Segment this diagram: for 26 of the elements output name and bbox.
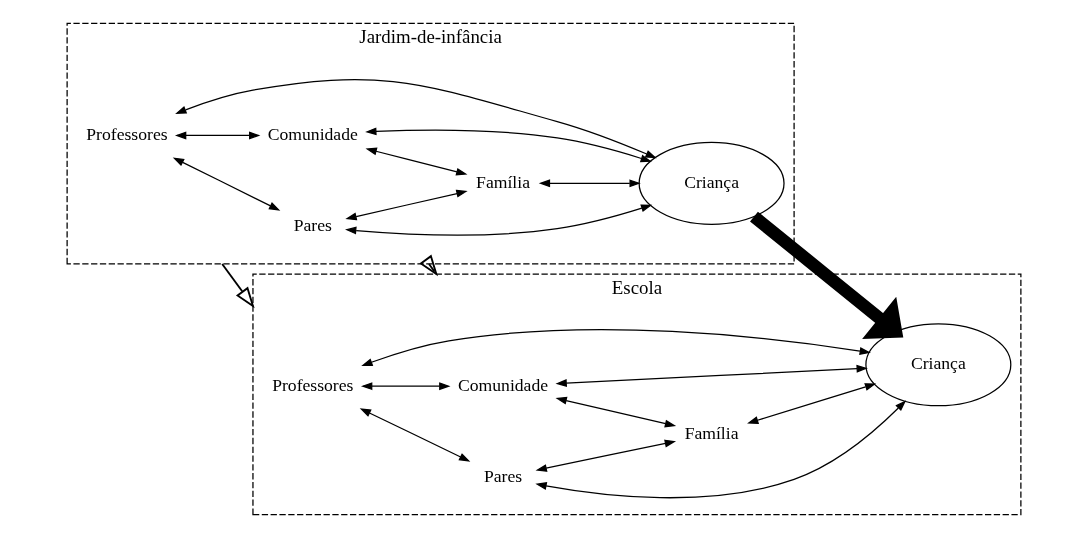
arrow [361, 382, 451, 391]
node-text: Professores [86, 124, 168, 145]
node-text: Família [476, 171, 530, 192]
node-text: Comunidade [267, 124, 358, 145]
arrow [221, 263, 255, 309]
arrow [359, 408, 471, 462]
arrow [345, 189, 468, 221]
arrow [747, 383, 877, 424]
arrow [365, 127, 652, 163]
arrow [538, 179, 641, 188]
arrow [345, 204, 653, 236]
arrow [365, 147, 468, 176]
arrow [535, 439, 677, 472]
arrow [172, 157, 281, 211]
arrow [750, 211, 904, 339]
node-text: Comunidade [458, 374, 549, 395]
node-text: Professores [272, 374, 354, 395]
arrow [555, 396, 677, 428]
arrow [175, 79, 657, 159]
arrow [555, 364, 868, 388]
node-text: Pares [293, 214, 332, 235]
arrow [174, 131, 261, 140]
arrow [535, 400, 907, 499]
node-text: Família [684, 422, 739, 443]
arrow [361, 329, 871, 367]
node-text: Pares [483, 465, 523, 486]
